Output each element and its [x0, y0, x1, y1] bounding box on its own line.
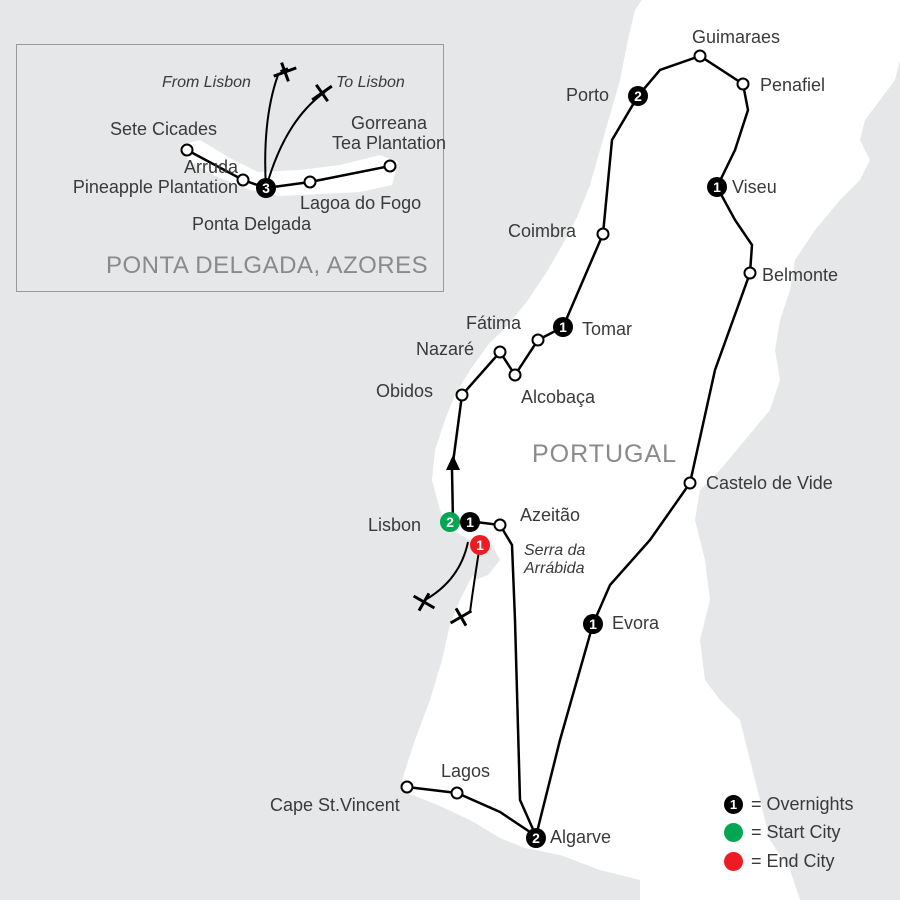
label-sete-cicades: Sete Cicades: [110, 119, 218, 139]
stop-azeitao: [493, 518, 507, 532]
legend-label: = Start City: [751, 822, 841, 842]
stop-guimaraes: [693, 49, 707, 63]
overnight-porto: 2: [628, 86, 648, 106]
label-nazare: Nazaré: [416, 339, 475, 359]
flight-label-to: To Lisbon: [336, 74, 405, 91]
stop-gorreana: [383, 159, 397, 173]
label-alcobaca: Alcobaça: [521, 387, 596, 407]
label-lisbon: Lisbon: [368, 515, 422, 535]
label-coimbra: Coimbra: [508, 221, 577, 241]
airplane-icon: [412, 592, 436, 612]
stop-sete-cicades: [180, 143, 194, 157]
overnight-viseu: 1: [707, 177, 727, 197]
label-viseu: Viseu: [732, 177, 777, 197]
tour-route: [406, 54, 754, 839]
stop-fatima: [531, 333, 545, 347]
label-penafiel: Penafiel: [760, 75, 826, 95]
label-tomar: Tomar: [582, 319, 633, 339]
legend-start: = Start City: [724, 822, 841, 843]
svg-text:1: 1: [713, 179, 721, 195]
flight-arc-out: [424, 541, 469, 601]
stop-nazare: [493, 345, 507, 359]
azores-inset: [16, 44, 444, 292]
svg-text:1: 1: [559, 319, 567, 335]
overnight-evora: 1: [583, 614, 603, 634]
label-ponta-delgada: Ponta Delgada: [192, 214, 312, 234]
spain-land: [695, 0, 900, 900]
stop-arruda: [236, 173, 250, 187]
label-lagos: Lagos: [441, 761, 491, 781]
svg-text:2: 2: [532, 830, 540, 846]
legend-label: = Overnights: [751, 794, 854, 814]
overnight-algarve: 2: [526, 828, 546, 848]
overnight-tomar: 1: [553, 317, 573, 337]
inset-title: PONTA DELGADA, AZORES: [106, 252, 429, 279]
country-label: PORTUGAL: [532, 440, 678, 468]
stop-castelo-de-vide: [683, 476, 697, 490]
label-obidos: Obidos: [376, 381, 434, 401]
legend-label: = End City: [751, 851, 835, 871]
stop-belmonte: [743, 266, 757, 280]
svg-text:1: 1: [466, 514, 474, 530]
label-algarve: Algarve: [550, 827, 612, 847]
inset-flight-in: [264, 74, 279, 189]
label-belmonte: Belmonte: [762, 265, 839, 285]
label-cape-st-vincent: Cape St.Vincent: [270, 795, 400, 815]
stop-lagos: [450, 786, 464, 800]
stop-penafiel: [736, 77, 750, 91]
label-porto: Porto: [566, 85, 610, 105]
stop-coimbra: [596, 227, 610, 241]
label-arruda: Arruda Pineapple Plantation: [72, 157, 238, 197]
flight-label-from: From Lisbon: [162, 74, 251, 91]
sao-miguel-island: [180, 140, 398, 196]
stop-lagoa-do-fogo: [303, 175, 317, 189]
overnight-ponta-delgada: 3: [256, 178, 276, 198]
svg-text:3: 3: [262, 180, 270, 196]
legend-end: = End City: [724, 851, 835, 872]
start-lisbon: 2: [440, 512, 460, 532]
label-castelo-de-vide: Castelo de Vide: [706, 473, 833, 493]
svg-text:1: 1: [476, 537, 484, 553]
label-azeitao: Azeitão: [520, 505, 581, 525]
label-gorreana: Gorreana Tea Plantation: [331, 113, 447, 153]
airplane-icon: [311, 83, 333, 103]
airplane-icon: [449, 607, 473, 627]
direction-arrow: [446, 455, 460, 470]
svg-text:2: 2: [446, 514, 454, 530]
svg-text:2: 2: [634, 88, 642, 104]
legend-dot-green: [724, 823, 743, 842]
label-fatima: Fátima: [466, 313, 522, 333]
label-serra-da-arrabida: Serra da Arrábida: [524, 542, 586, 577]
legend-overnights: 1 = Overnights: [724, 794, 854, 815]
stop-cape-st-vincent: [400, 780, 414, 794]
label-lagoa-do-fogo: Lagoa do Fogo: [300, 193, 422, 213]
airplane-icon: [273, 62, 297, 82]
legend-dot-red: [724, 852, 743, 871]
overnight-lisbon: 1: [460, 512, 480, 532]
legend-dot-black: 1: [724, 795, 743, 814]
label-guimaraes: Guimaraes: [692, 27, 781, 47]
stop-obidos: [455, 388, 469, 402]
stop-alcobaca: [508, 368, 522, 382]
label-evora: Evora: [612, 613, 660, 633]
end-lisbon: 1: [470, 535, 490, 555]
svg-text:1: 1: [589, 616, 597, 632]
